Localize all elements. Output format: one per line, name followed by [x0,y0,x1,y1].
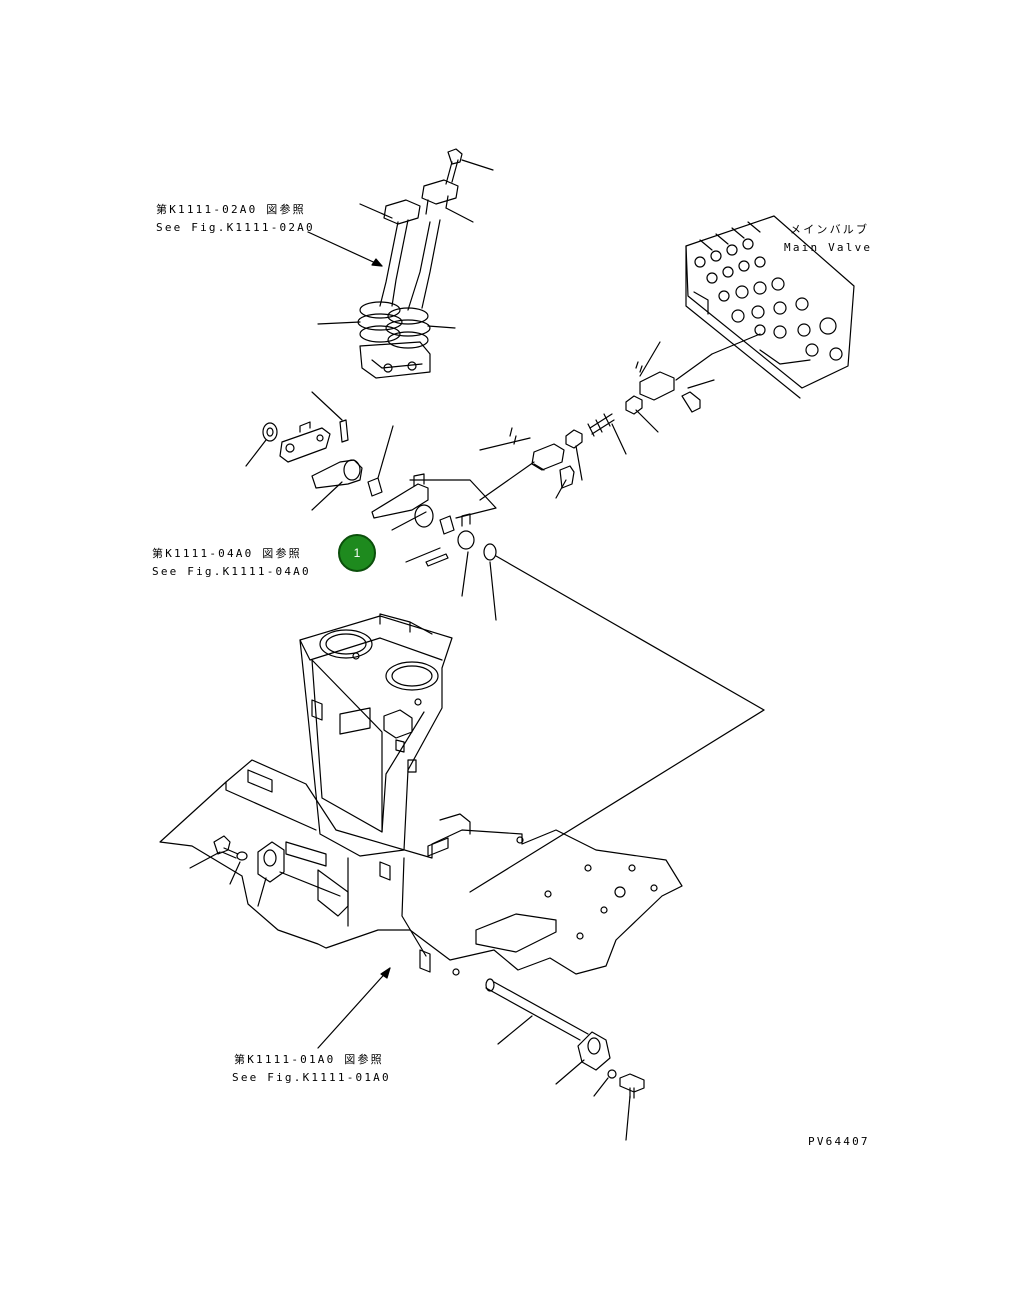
linkage-parts [245,341,765,893]
main-valve-jp: メインバルブ [790,223,870,236]
pivot-shaft-assembly [189,835,645,1141]
drawing-code: PV64407 [808,1135,870,1148]
main-valve-block [685,215,855,399]
ref-k1111-04-en: See Fig.K1111-04A0 [152,565,311,578]
floor-base-plate [159,759,683,1049]
ref-k1111-04-jp: 第K1111-04A0 図参照 [152,547,302,560]
ref-k1111-01-jp: 第K1111-01A0 図参照 [234,1053,384,1066]
ref-k1111-02-jp: 第K1111-02A0 図参照 [156,203,306,216]
main-valve-en: Main Valve [784,241,873,254]
part-callout-badge[interactable]: 1 [338,534,376,572]
control-lever-assembly [307,148,494,379]
ref-k1111-02-en: See Fig.K1111-02A0 [156,221,315,234]
lever-stand-tower [299,613,453,857]
ref-k1111-01-en: See Fig.K1111-01A0 [232,1071,391,1084]
